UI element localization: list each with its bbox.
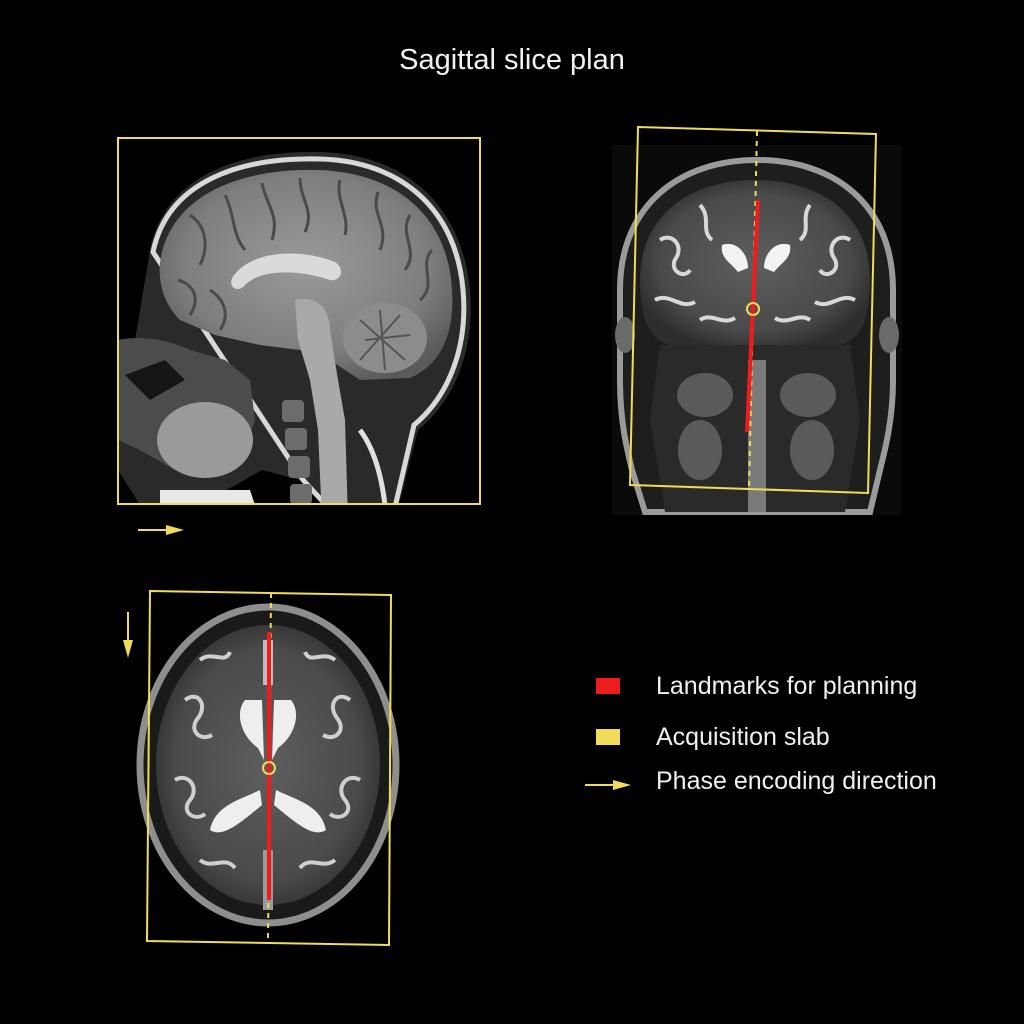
legend-label-slab: Acquisition slab bbox=[656, 722, 830, 751]
yellow-arrow-icon bbox=[585, 780, 631, 790]
coronal-slab-box bbox=[628, 125, 878, 495]
sagittal-panel bbox=[117, 137, 481, 535]
legend-label-phase: Phase encoding direction bbox=[656, 766, 937, 795]
sagittal-slab-box bbox=[117, 137, 481, 505]
coronal-panel bbox=[612, 125, 902, 515]
coronal-landmark-point bbox=[746, 302, 760, 316]
axial-slab-box bbox=[145, 589, 393, 947]
axial-panel bbox=[123, 589, 400, 947]
legend-label-landmarks: Landmarks for planning bbox=[656, 671, 918, 700]
axial-landmark-point bbox=[262, 761, 276, 775]
yellow-square-icon bbox=[596, 729, 620, 745]
axial-phase-arrow bbox=[123, 612, 133, 658]
red-square-icon bbox=[596, 678, 620, 694]
coronal-landmark-line bbox=[745, 199, 760, 433]
diagram-title: Sagittal slice plan bbox=[399, 44, 625, 76]
sagittal-phase-arrow bbox=[138, 525, 184, 535]
sagittal-mri-image bbox=[118, 151, 471, 504]
